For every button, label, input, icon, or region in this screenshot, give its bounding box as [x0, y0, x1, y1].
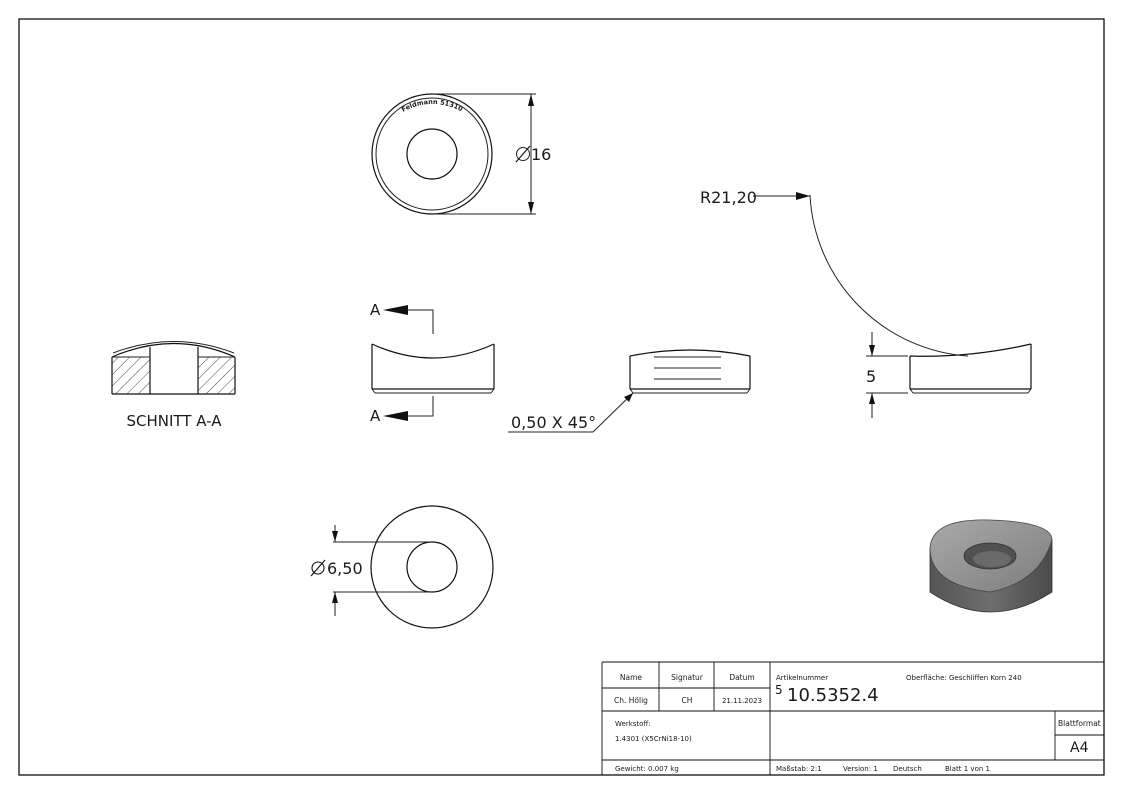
- datum-header: Datum: [729, 673, 754, 682]
- side-view: 0,50 X 45°: [508, 349, 751, 433]
- section-a-a-view: SCHNITT A-A: [111, 341, 236, 430]
- blatt-value: Blatt 1 von 1: [945, 765, 990, 773]
- diameter-icon: [310, 559, 326, 577]
- werkstoff-value: 1.4301 (X5CrNi18-10): [615, 735, 692, 743]
- sheet-border: [18, 18, 1105, 776]
- dim-height-5: 5: [866, 367, 876, 386]
- section-arrow-bottom: [383, 411, 408, 421]
- sprache-value: Deutsch: [893, 765, 922, 773]
- datum-value: 21.11.2023: [722, 697, 762, 705]
- engraving-text: Feldmann 51310-240: [0, 0, 464, 114]
- isometric-view: [929, 519, 1053, 613]
- version-value: Version: 1: [843, 765, 878, 773]
- name-value: Ch. Hölig: [614, 696, 648, 705]
- front-view: A A: [370, 301, 495, 425]
- bottom-view: 6,50: [310, 505, 494, 629]
- radius-view: R21,20 5: [700, 188, 1032, 418]
- section-letter-top: A: [370, 301, 381, 319]
- artikel-label: Artikelnummer: [776, 674, 828, 682]
- article-number: 10.5352.4: [787, 685, 879, 706]
- werkstoff-label: Werkstoff:: [615, 720, 651, 728]
- blattformat-label: Blattformat: [1058, 719, 1101, 728]
- title-block: [601, 661, 1104, 775]
- dim-diameter-650: 6,50: [327, 559, 363, 578]
- diameter-icon: [515, 145, 531, 163]
- section-label: SCHNITT A-A: [126, 412, 222, 430]
- gewicht-value: Gewicht: 0.007 kg: [615, 765, 679, 773]
- oberflaeche-value: Oberfläche: Geschliffen Korn 240: [906, 674, 1022, 682]
- blattformat-value: A4: [1070, 740, 1089, 756]
- name-header: Name: [620, 673, 643, 682]
- signatur-header: Signatur: [671, 673, 704, 682]
- massstab-value: Maßstab: 2:1: [776, 765, 822, 773]
- section-arrow-top: [383, 305, 408, 315]
- signatur-value: CH: [682, 696, 693, 705]
- revision-value: 5: [775, 683, 783, 697]
- dim-diameter-16: 16: [531, 145, 551, 164]
- dim-chamfer: 0,50 X 45°: [511, 413, 596, 432]
- dim-radius: R21,20: [700, 188, 757, 207]
- top-view: Feldmann 51310-240 16: [0, 0, 551, 215]
- section-letter-bottom: A: [370, 407, 381, 425]
